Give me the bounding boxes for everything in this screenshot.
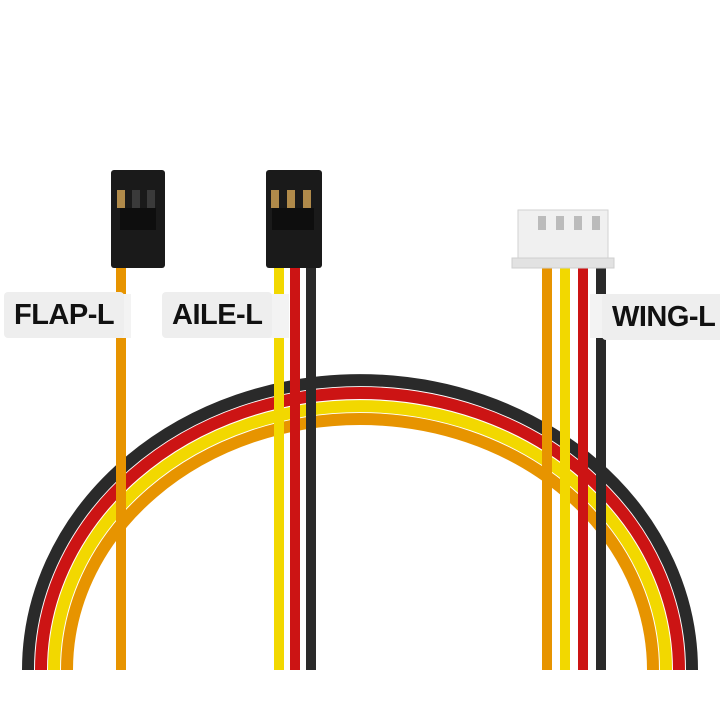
wing-wire-red [578, 266, 588, 670]
aile-wire-black [306, 268, 316, 670]
wing-wire-orange [542, 266, 552, 670]
wing-wire-black [596, 266, 606, 670]
flap-wire-orange [116, 268, 126, 670]
arc-wire-black [22, 374, 698, 671]
arc-wire-red [35, 387, 685, 671]
aile-cable [266, 170, 322, 670]
wing-wire-yellow [560, 266, 570, 670]
aile-wire-yellow [274, 268, 284, 670]
aile-label: AILE-L [162, 292, 273, 338]
wing-label: WING-L [602, 294, 720, 340]
flap-cable [109, 170, 165, 670]
aile-heatshrink-sleeve [267, 294, 289, 338]
servo-connector-icon [266, 170, 322, 268]
servo-connector-icon [111, 170, 165, 268]
aile-wire-red [290, 268, 300, 670]
arc-wire-yellow [48, 400, 672, 671]
arc-wire-orange [61, 413, 659, 671]
jst-connector-icon [511, 209, 615, 269]
cable-arc [22, 374, 698, 671]
flap-label: FLAP-L [4, 292, 125, 338]
